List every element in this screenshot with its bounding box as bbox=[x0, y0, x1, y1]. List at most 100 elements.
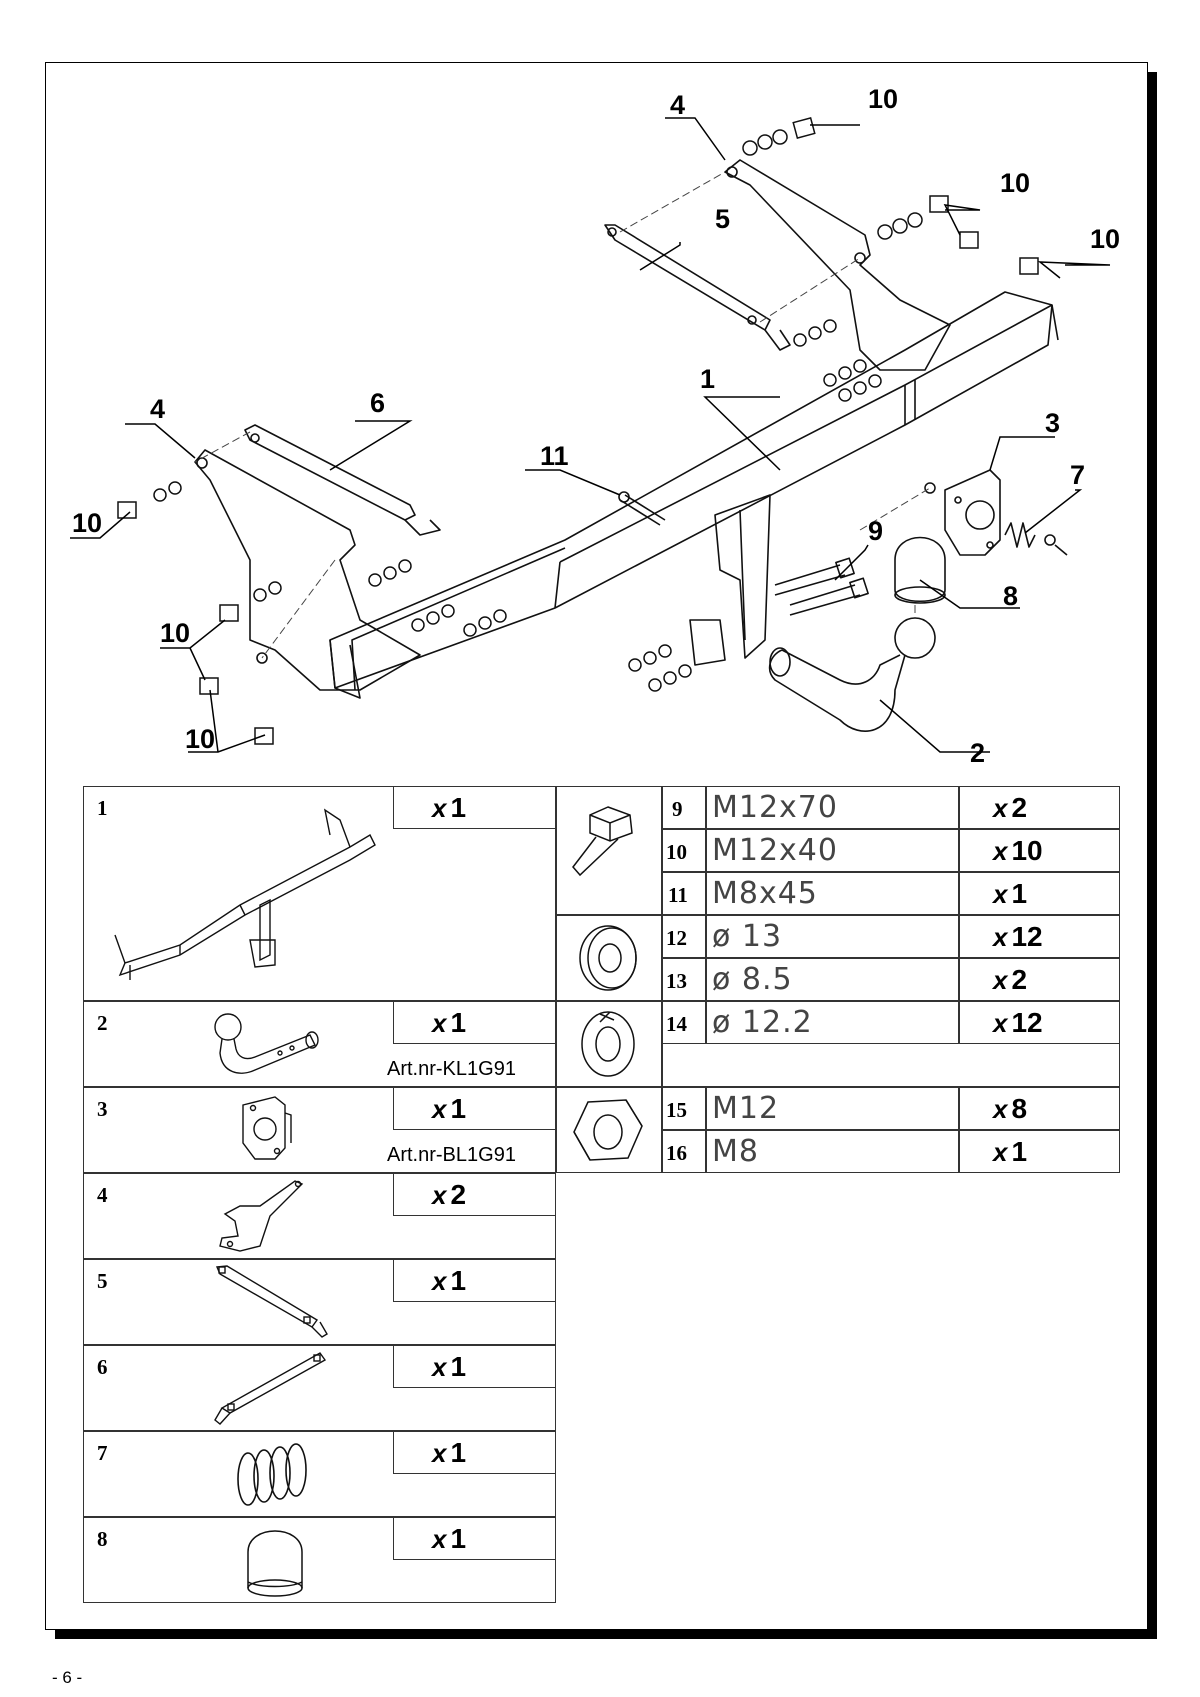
page-number: - 6 - bbox=[52, 1668, 83, 1687]
spring-washer-icon-cell bbox=[556, 1001, 662, 1087]
hex-nut-icon bbox=[573, 1099, 643, 1161]
ball-cover-icon bbox=[247, 1530, 303, 1597]
callout-10-e: 10 bbox=[160, 618, 190, 648]
washer-icon bbox=[579, 925, 637, 991]
callout-10-d: 10 bbox=[72, 508, 102, 538]
spec-cell-10 bbox=[706, 829, 959, 872]
callout-10-c: 10 bbox=[1090, 224, 1120, 254]
part-number-7: 7 bbox=[97, 1441, 108, 1465]
callout-4-right: 4 bbox=[670, 90, 685, 120]
socket-plate-icon bbox=[242, 1096, 292, 1160]
callout-10-b: 10 bbox=[1000, 168, 1030, 198]
qty-cell-4 bbox=[393, 1173, 556, 1216]
part-number-6: 6 bbox=[97, 1355, 108, 1379]
spec-qty-cell-14 bbox=[959, 1001, 1120, 1044]
callout-2: 2 bbox=[970, 738, 985, 768]
part-number-4: 4 bbox=[97, 1183, 108, 1207]
spec-qty-cell-15 bbox=[959, 1087, 1120, 1130]
part-number-8: 8 bbox=[97, 1527, 108, 1551]
qty-cell-5 bbox=[393, 1259, 556, 1302]
part-number-11: 11 bbox=[668, 883, 688, 907]
spec-num-cell-10 bbox=[662, 829, 706, 872]
left-strap-6 bbox=[244, 424, 441, 536]
spec-num-cell-14 bbox=[662, 1001, 706, 1044]
tow-ball-part bbox=[768, 617, 936, 732]
exploded-assembly-drawing: 1 2 3 4 4 5 6 7 8 9 10 10 10 10 10 10 11 bbox=[70, 84, 1120, 768]
frame-shadow-right bbox=[1148, 72, 1157, 1639]
part-number-9: 9 bbox=[672, 797, 683, 821]
callout-1: 1 bbox=[700, 364, 715, 394]
qty-cell-2 bbox=[393, 1001, 556, 1044]
spring-part bbox=[1004, 522, 1068, 556]
spec-num-cell-15 bbox=[662, 1087, 706, 1130]
spec-qty-cell-9 bbox=[959, 786, 1120, 829]
ball-cover-part bbox=[894, 536, 946, 604]
spec-num-cell-16 bbox=[662, 1130, 706, 1173]
frame-shadow-bottom bbox=[55, 1630, 1157, 1639]
article-number-3: Art.nr-BL1G91 bbox=[387, 1144, 516, 1166]
spec-cell-16 bbox=[706, 1130, 959, 1173]
part-spec-13: ø 8.5 bbox=[712, 962, 793, 997]
callout-7: 7 bbox=[1070, 460, 1085, 490]
strap-bracket-icon bbox=[214, 1352, 327, 1425]
part-spec-14: ø 12.2 bbox=[712, 1005, 813, 1040]
part-number-1: 1 bbox=[97, 796, 108, 820]
spring-icon bbox=[237, 1443, 307, 1506]
part-number-2: 2 bbox=[97, 1011, 108, 1035]
assembly-guide-lines bbox=[194, 171, 931, 659]
callout-11: 11 bbox=[540, 441, 569, 471]
part-number-13: 13 bbox=[666, 969, 687, 993]
crossbar-part bbox=[329, 291, 1059, 699]
qty-cell-8 bbox=[393, 1517, 556, 1560]
spec-qty-cell-10 bbox=[959, 829, 1120, 872]
part-spec-10: M12x40 bbox=[712, 833, 838, 868]
side-bracket-icon bbox=[219, 1180, 304, 1252]
callout-10-a: 10 bbox=[868, 84, 898, 114]
spring-washer-icon bbox=[581, 1011, 635, 1077]
tow-ball-neck-icon bbox=[214, 1013, 319, 1074]
washer-icon-cell bbox=[556, 915, 662, 1001]
part-spec-16: M8 bbox=[712, 1134, 759, 1169]
spec-num-cell-13 bbox=[662, 958, 706, 1001]
part-number-3: 3 bbox=[97, 1097, 108, 1121]
part-number-16: 16 bbox=[666, 1141, 687, 1165]
qty-cell-3 bbox=[393, 1087, 556, 1130]
callout-10-f: 10 bbox=[185, 724, 215, 754]
part-number-15: 15 bbox=[666, 1098, 687, 1122]
part-spec-9: M12x70 bbox=[712, 790, 838, 825]
right-strap-5 bbox=[604, 224, 791, 351]
bolt-11 bbox=[619, 494, 666, 526]
part-number-12: 12 bbox=[666, 926, 687, 950]
qty-cell-1 bbox=[393, 786, 556, 829]
spec-qty-cell-16 bbox=[959, 1130, 1120, 1173]
part-spec-11: M8x45 bbox=[712, 876, 818, 911]
qty-cell-6 bbox=[393, 1345, 556, 1388]
spec-cell-12 bbox=[706, 915, 959, 958]
callout-8: 8 bbox=[1003, 581, 1018, 611]
spec-qty-cell-13 bbox=[959, 958, 1120, 1001]
part-number-5: 5 bbox=[97, 1269, 108, 1293]
article-number-2: Art.nr-KL1G91 bbox=[387, 1058, 516, 1080]
callout-labels: 1 2 3 4 4 5 6 7 8 9 10 10 10 10 10 10 11 bbox=[72, 84, 1120, 768]
towbar-crossbar-icon bbox=[114, 808, 376, 980]
part-spec-12: ø 13 bbox=[712, 919, 783, 954]
callout-leaders bbox=[70, 117, 1111, 753]
bolt-icon bbox=[572, 806, 633, 877]
callout-6: 6 bbox=[370, 388, 385, 418]
centre-bracket-part bbox=[689, 494, 771, 666]
right-bracket-4 bbox=[724, 159, 951, 371]
spec-cell-13 bbox=[706, 958, 959, 1001]
